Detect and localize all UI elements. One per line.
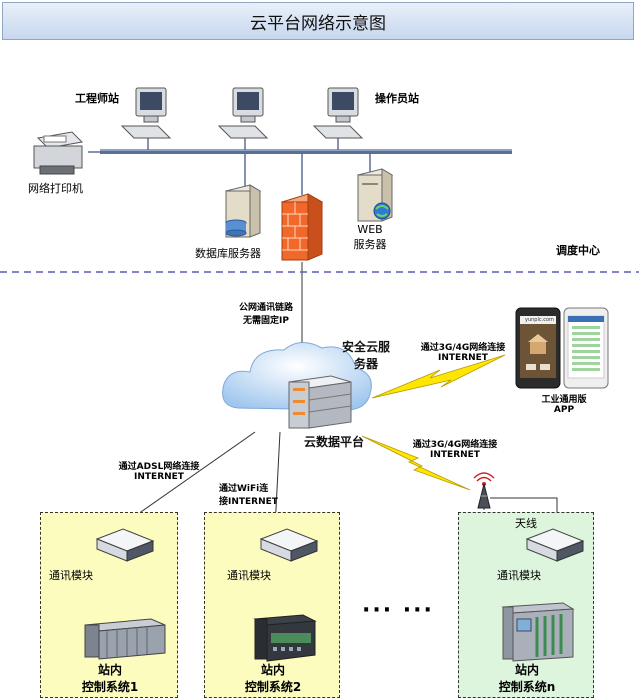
database-server-label: 数据库服务器 (195, 247, 261, 260)
plc-icon (253, 614, 317, 662)
dispatch-center-label: 调度中心 (556, 244, 600, 257)
secure-cloud-line1: 安全云服 (341, 340, 390, 354)
station-title-n-line2: 控制系统n (498, 680, 556, 694)
station-n-link-line1: 通过3G/4G网络连接 (412, 440, 498, 450)
station-title-n-line1: 站内 (514, 663, 539, 677)
adsl-link-line2: INTERNET (134, 472, 184, 482)
station-box-1: 通讯模块 站内 控制系统1 (40, 512, 178, 698)
comm-module-icon (525, 528, 585, 562)
station-title-1-line1: 站内 (97, 663, 122, 677)
comm-module-icon (95, 528, 155, 562)
control-cabinet-icon (501, 602, 575, 662)
engineer-workstation-icon (120, 87, 172, 139)
antenna-label: 天线 (515, 517, 537, 530)
station-n-link-label: 通过3G/4G网络连接 INTERNET (400, 437, 510, 460)
public-link-line2: 无需固定IP (243, 316, 289, 326)
workstation-icon (217, 87, 269, 139)
station-title-1: 站内 控制系统1 (41, 661, 179, 695)
station-box-2: 通讯模块 站内 控制系统2 (204, 512, 340, 698)
station-title-n: 站内 控制系统n (459, 661, 595, 695)
phone-header-text: yunplc.com (525, 317, 554, 323)
printer-icon (33, 131, 84, 175)
cloud-platform-label: 云数据平台 (304, 435, 365, 449)
mobile-app-phones-icon (515, 307, 609, 389)
database-server-icon (224, 184, 262, 238)
app-label-line2: APP (553, 405, 575, 415)
app-label: 工业通用版 APP (526, 392, 602, 415)
app-label-line1: 工业通用版 (541, 395, 587, 405)
wifi-link-line1: 通过WiFi连 (219, 484, 269, 494)
public-link-label: 公网通讯链路 无需固定IP (226, 300, 306, 326)
station-title-1-line2: 控制系统1 (81, 680, 139, 694)
app-link-line2: INTERNET (438, 353, 488, 363)
antenna-icon (473, 472, 495, 509)
more-stations-ellipsis: ··· ··· (362, 598, 434, 623)
comm-module-label-n: 通讯模块 (497, 569, 541, 582)
firewall-icon (280, 193, 324, 261)
cloud-server-icon (288, 375, 352, 429)
web-server-label: WEB 服务器 (350, 223, 390, 252)
wifi-link-line2: 接INTERNET (219, 497, 278, 507)
station-n-link-line2: INTERNET (430, 450, 480, 460)
operator-station-label: 操作员站 (375, 92, 419, 105)
lightning-app (371, 354, 506, 399)
engineer-station-label: 工程师站 (75, 92, 119, 105)
station-title-2-line2: 控制系统2 (244, 680, 302, 694)
comm-module-label-2: 通讯模块 (227, 569, 271, 582)
lan-bus (100, 149, 512, 154)
plc-icon (84, 618, 166, 660)
station-title-2: 站内 控制系统2 (205, 661, 341, 695)
public-link-line1: 公网通讯链路 (238, 303, 293, 313)
web-server-label-line2: 服务器 (353, 238, 387, 251)
comm-module-icon (259, 528, 319, 562)
wifi-link-label: 通过WiFi连 接INTERNET (219, 481, 278, 507)
adsl-link-line1: 通过ADSL网络连接 (118, 462, 200, 472)
station-title-2-line1: 站内 (260, 663, 285, 677)
station-box-n: 天线 通讯模块 站内 控制系统n (458, 512, 594, 698)
web-server-icon (356, 168, 394, 222)
secure-cloud-label: 安全云服 务器 (326, 338, 406, 372)
printer-label: 网络打印机 (28, 182, 83, 195)
web-server-label-line1: WEB (357, 223, 383, 236)
app-link-line1: 通过3G/4G网络连接 (420, 343, 506, 353)
comm-module-label-1: 通讯模块 (49, 569, 93, 582)
operator-workstation-icon (312, 87, 364, 139)
secure-cloud-line2: 务器 (353, 357, 378, 371)
lightning-station-n (361, 435, 471, 491)
app-link-label: 通过3G/4G网络连接 INTERNET (408, 340, 518, 363)
adsl-link-label: 通过ADSL网络连接 INTERNET (104, 459, 214, 482)
diagram-title: 云平台网络示意图 (2, 2, 634, 40)
